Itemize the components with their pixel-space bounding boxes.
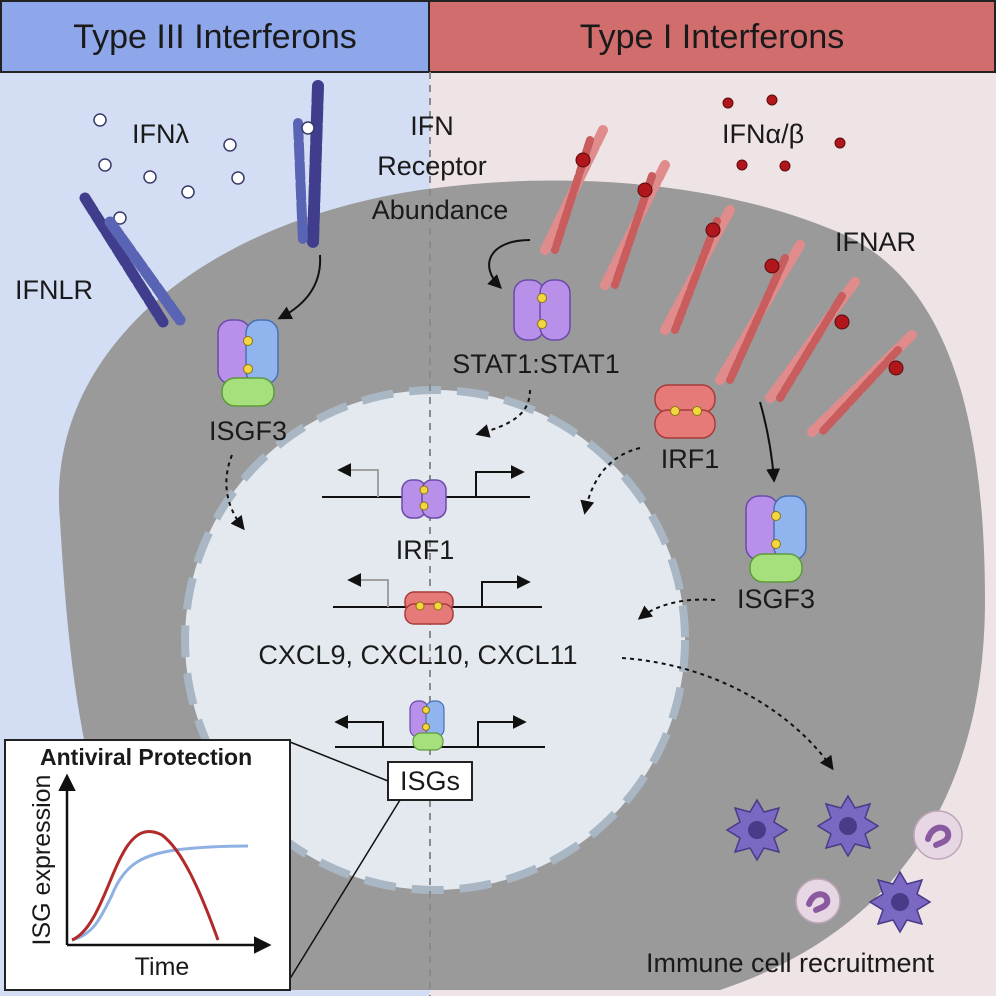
inset-curve-transient <box>71 830 220 942</box>
isgf3-complex-right <box>745 495 807 583</box>
immune-cells <box>725 794 963 934</box>
inset-x-label: Time <box>135 953 190 981</box>
ifnlr-receptor-right <box>293 80 324 248</box>
left-header-title: Type III Interferons <box>73 18 356 56</box>
isgf3-left-label: ISGF3 <box>209 416 287 446</box>
isgf3-complex-left <box>217 319 279 407</box>
nuclear-membrane <box>181 386 689 894</box>
gene-isgs <box>334 700 545 751</box>
ifnar-receptors <box>540 125 917 437</box>
dashed-arrows <box>225 389 834 771</box>
ifn-lambda-particles <box>93 113 245 225</box>
ifnar-receptor-2 <box>600 160 670 290</box>
ifn-alpha-beta-particles <box>722 94 846 172</box>
ifnlr-receptor-left <box>79 192 186 328</box>
arrow-ifnar-to-isgf3 <box>759 401 781 483</box>
irf1-protein <box>654 384 716 439</box>
arrow-receptor-to-stat1 <box>487 239 531 289</box>
inset-curve-sustained <box>71 844 249 942</box>
gene-irf1 <box>322 463 530 519</box>
dendritic-cell <box>725 798 789 862</box>
ifnar-receptor-6 <box>807 330 917 437</box>
immune-recruitment-label: Immune cell recruitment <box>646 948 935 978</box>
gene-irf1-label: IRF1 <box>396 535 455 565</box>
callout-line-bottom <box>282 799 401 991</box>
left-header-bar <box>0 0 430 73</box>
ifnar-label: IFNAR <box>835 227 916 257</box>
ifnlr-label: IFNLR <box>15 275 93 305</box>
inset-frame <box>4 739 291 991</box>
dendritic-cell <box>868 870 932 934</box>
isgf3-right-label: ISGF3 <box>737 584 815 614</box>
irf1-label: IRF1 <box>661 444 720 474</box>
isgs-box <box>387 761 473 801</box>
inset-chart: Antiviral Protection Time ISG expression <box>4 739 291 991</box>
ifnar-receptor-5 <box>765 277 860 403</box>
arrow-stat1-to-nucleus <box>475 389 531 438</box>
right-header-title: Type I Interferons <box>580 18 845 56</box>
arrow-ifnlr-to-isgf3 <box>277 254 322 320</box>
abundance-label: Abundance <box>372 195 509 225</box>
ifn-lambda-label: IFNλ <box>132 119 189 149</box>
inset-y-label: ISG expression <box>28 775 56 946</box>
ifnar-receptor-4 <box>715 240 805 385</box>
neutrophil <box>795 878 841 924</box>
ifn-alpha-beta-label: IFNα/β <box>722 119 804 149</box>
right-header-bar <box>428 0 996 73</box>
ifn-label: IFN <box>410 111 454 141</box>
stat1-dimer <box>513 279 571 341</box>
receptor-label: Receptor <box>377 151 487 181</box>
ifnar-receptor-3 <box>660 205 735 335</box>
ifnar-receptor-1 <box>540 125 608 255</box>
arrow-cxcl-to-immune <box>621 657 834 771</box>
gene-cxcl-label: CXCL9, CXCL10, CXCL11 <box>258 640 577 670</box>
stat1-stat1-label: STAT1:STAT1 <box>452 349 620 379</box>
nucleus <box>185 390 685 890</box>
dendritic-cell <box>816 794 880 858</box>
inset-title: Antiviral Protection <box>40 744 252 770</box>
isgs-label: ISGs <box>400 766 460 796</box>
callout-line-top <box>289 741 389 782</box>
gene-cxcl <box>333 573 542 625</box>
neutrophil <box>913 810 963 860</box>
arrow-irf1-to-nucleus <box>580 447 641 515</box>
